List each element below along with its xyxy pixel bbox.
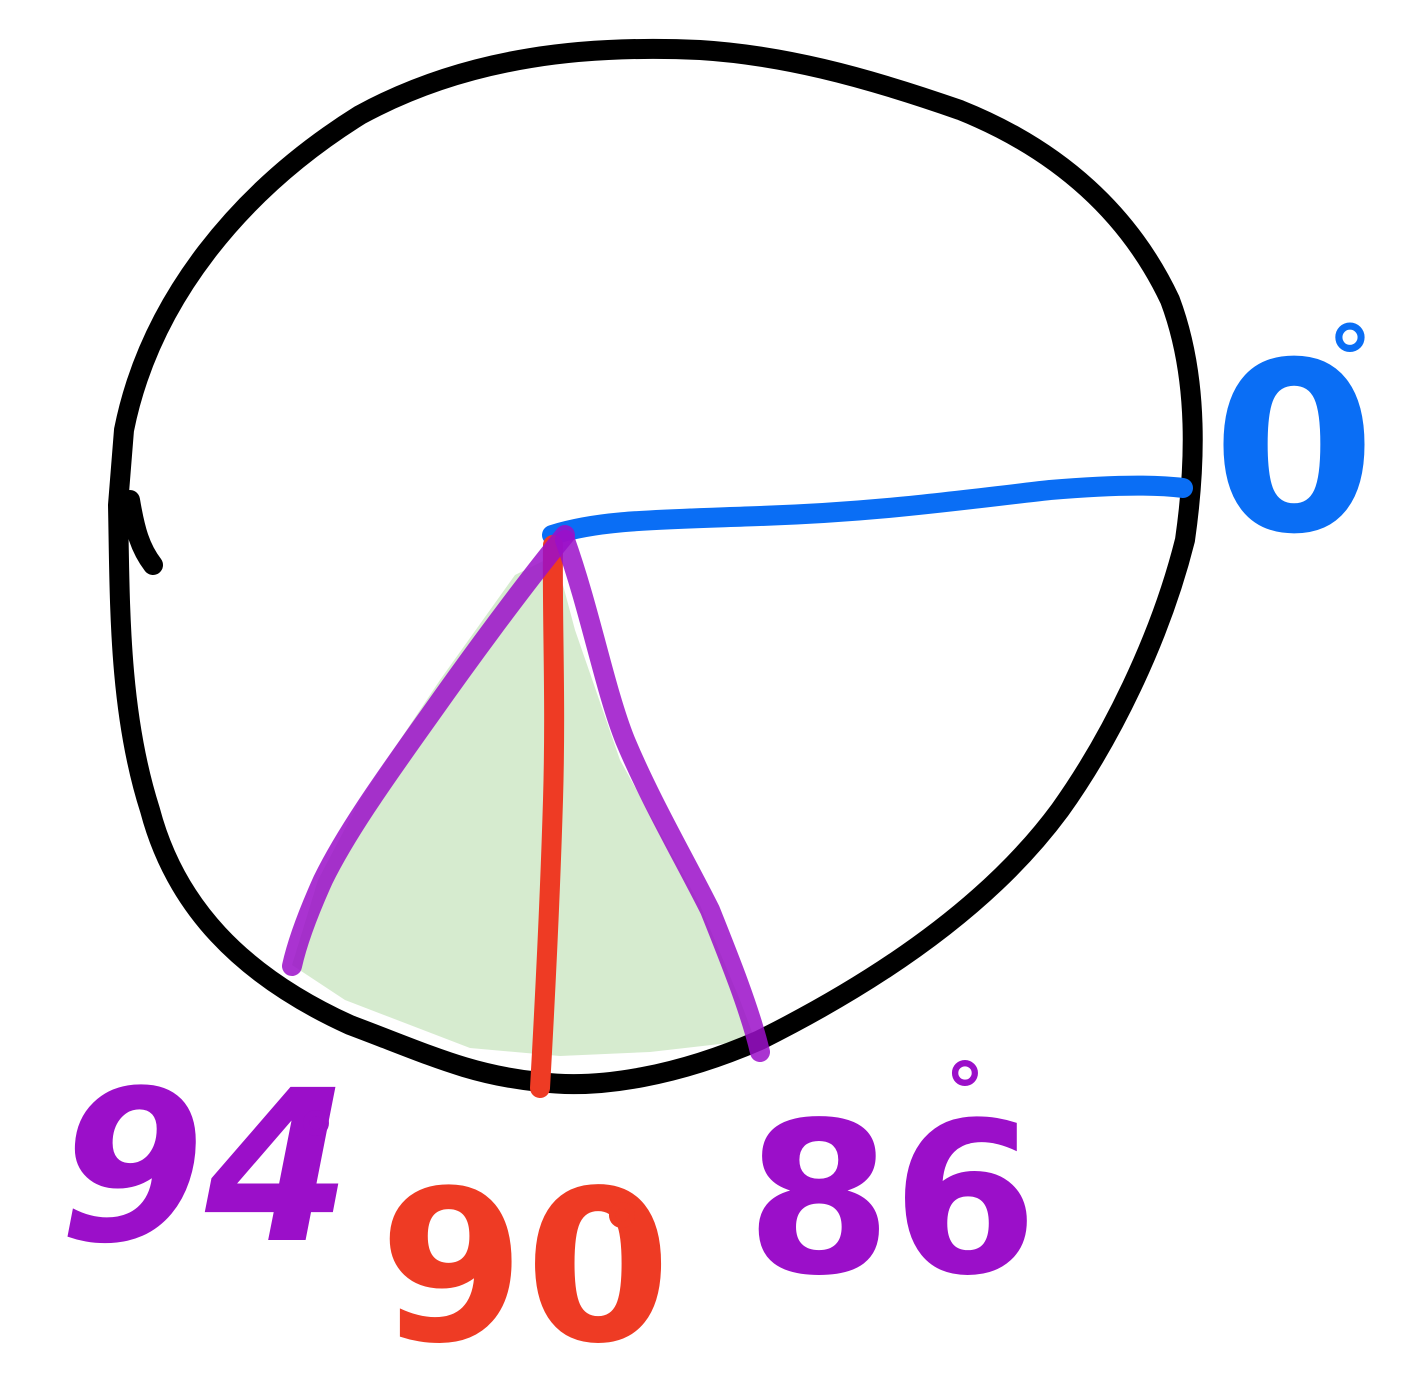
ray-0-degrees <box>542 475 1193 545</box>
circle-outline <box>108 38 1203 1095</box>
label-90-number: 90 <box>379 1145 671 1390</box>
label-86-degree: ° <box>945 1046 985 1139</box>
label-94-degree: ° <box>296 1096 336 1189</box>
label-90-degree: ° <box>602 1188 642 1281</box>
label-0-degree: ° <box>1328 307 1373 412</box>
label-0-number: 0 <box>1212 313 1376 586</box>
label-94-number: 94 <box>59 1045 351 1290</box>
label-94: 94 ° <box>59 1045 351 1290</box>
ray-86-degrees <box>555 530 770 1062</box>
label-86-number: 86 <box>746 1077 1038 1322</box>
ray-90-degrees <box>530 535 565 1098</box>
shaded-sector <box>292 555 755 1056</box>
ray-94-degrees <box>282 525 575 976</box>
label-90: 90 ° <box>379 1145 671 1390</box>
label-0: 0 ° <box>1212 307 1376 586</box>
circle-tick <box>120 490 163 575</box>
label-86: 86 ° <box>746 1046 1038 1322</box>
